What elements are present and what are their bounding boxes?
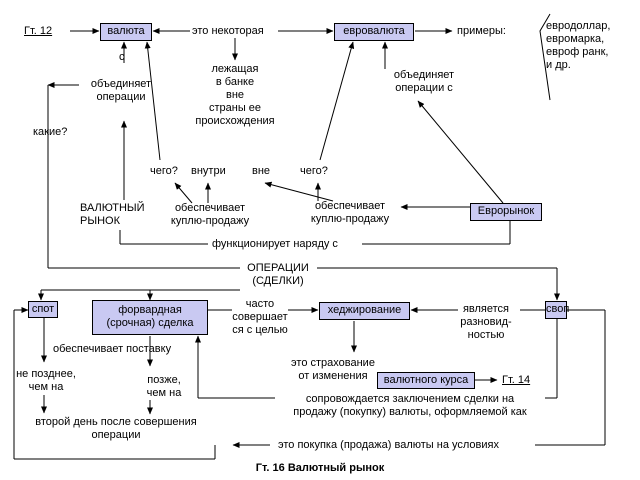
box-evrorynok[interactable]: Еврорынок bbox=[470, 203, 542, 221]
label-chasto: часто совершает ся с целью bbox=[228, 298, 292, 337]
label-yavlyaetsya: является разновид- ностью bbox=[448, 303, 524, 342]
label-funktsioniruet: функционирует наряду с bbox=[212, 238, 338, 250]
label-operatsii-line2: (СДЕЛКИ) bbox=[252, 275, 304, 287]
ref-gt14[interactable]: Гт. 14 bbox=[502, 374, 531, 386]
label-eto-nekotoraya: это некоторая bbox=[192, 25, 264, 37]
box-swap-label: своп bbox=[546, 303, 570, 315]
label-lezhashaya-line4: страны ее bbox=[208, 102, 262, 114]
box-hedge-label: хеджирование bbox=[327, 304, 402, 316]
label-ne-pozdnee-line2: чем на bbox=[28, 381, 64, 393]
label-kakie: какие? bbox=[33, 126, 68, 138]
label-chego-1: чего? bbox=[150, 165, 178, 177]
box-hedge[interactable]: хеджирование bbox=[319, 302, 410, 320]
label-example-4: и др. bbox=[546, 59, 571, 71]
label-yavlyaetsya-line1: является bbox=[462, 303, 510, 315]
label-strahovanie-line2: от изменения bbox=[298, 370, 368, 382]
label-postavka: обеспечивает поставку bbox=[53, 343, 172, 355]
figure-caption: Гт. 16 Валютный рынок bbox=[255, 462, 385, 474]
label-valyutny-rynok-line1: ВАЛЮТНЫЙ bbox=[80, 202, 145, 214]
label-obespechivaet-2-line1: обеспечивает bbox=[314, 200, 386, 212]
label-obedinyaet-2-line2: операции с bbox=[395, 82, 453, 94]
label-pokupka: это покупка (продажа) валюты на условиях bbox=[278, 439, 499, 451]
box-evrovaluta-label: евровалюта bbox=[343, 25, 405, 37]
label-obespechivaet-2: обеспечивает куплю-продажу bbox=[300, 200, 400, 226]
label-obedinyaet-1-line2: операции bbox=[96, 91, 146, 103]
label-vtoroy-den-line1: второй день после совершения bbox=[35, 416, 197, 428]
label-chasto-line2: совершает bbox=[232, 311, 288, 323]
box-valuta-label: валюта bbox=[107, 25, 145, 37]
label-soprovozhdaetsya-line1: сопровождается заключением сделки на bbox=[305, 393, 515, 405]
label-soprovozhdaetsya-line2: продажу (покупку) валюты, оформляемой ка… bbox=[293, 406, 527, 418]
label-operatsii: ОПЕРАЦИИ (СДЕЛКИ) bbox=[240, 262, 316, 288]
label-vtoroy-den-line2: операции bbox=[91, 429, 141, 441]
label-ne-pozdnee-line1: не позднее, bbox=[16, 368, 76, 380]
label-obespechivaet-1: обеспечивает куплю-продажу bbox=[160, 202, 260, 228]
label-lezhashaya-line3: вне bbox=[225, 89, 245, 101]
label-pozhe-line2: чем на bbox=[146, 387, 182, 399]
label-yavlyaetsya-line3: ностью bbox=[467, 329, 505, 341]
label-valyutny-rynok: ВАЛЮТНЫЙ РЫНОК bbox=[80, 202, 145, 228]
box-kurs[interactable]: валютного курса bbox=[377, 372, 475, 389]
label-obespechivaet-2-line2: куплю-продажу bbox=[310, 213, 390, 225]
label-lezhashaya-line5: происхождения bbox=[195, 115, 275, 127]
label-operatsii-line1: ОПЕРАЦИИ bbox=[247, 262, 309, 274]
label-obedinyaet-2: объединяет операции с bbox=[384, 69, 464, 95]
label-chego-2: чего? bbox=[300, 165, 328, 177]
label-vtoroy-den: второй день после совершения операции bbox=[16, 416, 216, 442]
label-valyutny-rynok-line2: РЫНОК bbox=[80, 215, 120, 227]
label-obespechivaet-1-line2: куплю-продажу bbox=[170, 215, 250, 227]
box-valuta[interactable]: валюта bbox=[100, 23, 152, 41]
box-swap[interactable]: своп bbox=[545, 301, 570, 319]
box-evrovaluta[interactable]: евровалюта bbox=[334, 23, 414, 41]
label-ne-pozdnee: не позднее, чем на bbox=[16, 368, 76, 394]
box-evrorynok-label: Еврорынок bbox=[477, 205, 535, 217]
ref-gt12[interactable]: Гт. 12 bbox=[24, 25, 53, 37]
label-example-2: евромарка, bbox=[546, 33, 605, 45]
label-soprovozhdaetsya: сопровождается заключением сделки на про… bbox=[275, 393, 545, 419]
label-lezhashaya-line1: лежащая bbox=[211, 63, 259, 75]
label-primery: примеры: bbox=[457, 25, 506, 37]
box-forward-line2: (срочная) сделка bbox=[106, 317, 194, 329]
label-lezhashaya: лежащая в банке вне страны ее происхожде… bbox=[195, 63, 275, 128]
label-lezhashaya-line2: в банке bbox=[215, 76, 255, 88]
box-spot[interactable]: спот bbox=[28, 301, 58, 318]
label-chasto-line1: часто bbox=[245, 298, 275, 310]
label-s: с bbox=[119, 51, 125, 63]
label-obedinyaet-1-line1: объединяет bbox=[90, 78, 152, 90]
label-chasto-line3: ся с целью bbox=[232, 324, 288, 336]
label-strahovanie-line1: это страхование bbox=[291, 357, 375, 369]
label-examples: евродоллар, евромарка, евроф ранк, и др. bbox=[546, 20, 610, 72]
label-pozhe-line1: позже, bbox=[147, 374, 181, 386]
label-vne: вне bbox=[252, 165, 271, 177]
label-obedinyaet-1: объединяет операции bbox=[80, 78, 162, 104]
label-yavlyaetsya-line2: разновид- bbox=[460, 316, 512, 328]
label-example-3: евроф ранк, bbox=[546, 46, 609, 58]
label-strahovanie: это страхование от изменения bbox=[290, 357, 376, 383]
box-forward-line1: форвардная bbox=[118, 304, 182, 316]
label-obedinyaet-2-line1: объединяет bbox=[393, 69, 455, 81]
label-vnutri: внутри bbox=[191, 165, 226, 177]
box-spot-label: спот bbox=[31, 303, 55, 315]
label-pozhe: позже, чем на bbox=[134, 374, 194, 400]
box-forward[interactable]: форвардная (срочная) сделка bbox=[92, 300, 208, 335]
box-kurs-label: валютного курса bbox=[383, 374, 469, 386]
label-example-1: евродоллар, bbox=[546, 20, 611, 32]
label-obespechivaet-1-line1: обеспечивает bbox=[174, 202, 246, 214]
